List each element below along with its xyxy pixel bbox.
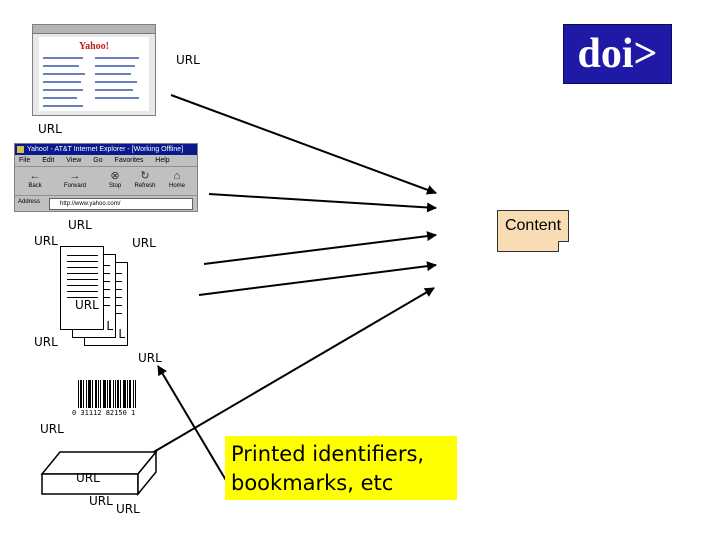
text-line bbox=[67, 285, 98, 286]
url-label: URL bbox=[76, 471, 100, 485]
arrow-caption-to-barcode bbox=[157, 365, 228, 483]
browser-title: Yahoo! - AT&T Internet Explorer - [Worki… bbox=[27, 146, 184, 153]
thumbnail-line bbox=[43, 97, 77, 99]
thumbnail-line bbox=[95, 97, 139, 99]
dog-ear-corner bbox=[558, 241, 569, 252]
webpage-thumbnail: Yahoo! bbox=[32, 24, 156, 116]
menu-file[interactable]: File bbox=[19, 157, 31, 164]
url-label: URL bbox=[138, 351, 162, 365]
content-label: Content bbox=[504, 217, 562, 234]
refresh-icon: ↻ bbox=[140, 170, 150, 182]
browser-toolbar: ← Back → Forward ⊗ Stop ↻ Refresh ⌂ Home bbox=[15, 167, 197, 196]
thumbnail-line bbox=[95, 73, 131, 75]
thumbnail-line bbox=[95, 89, 133, 91]
browser-titlebar: Yahoo! - AT&T Internet Explorer - [Worki… bbox=[15, 144, 197, 155]
url-label: URL bbox=[176, 53, 200, 67]
url-label: URL bbox=[89, 494, 113, 508]
back-button[interactable]: ← Back bbox=[23, 170, 47, 189]
thumbnail-line bbox=[43, 89, 83, 91]
thumbnail-page: Yahoo! bbox=[39, 37, 149, 111]
home-icon: ⌂ bbox=[173, 170, 181, 182]
text-line bbox=[67, 255, 98, 256]
url-label: URL bbox=[40, 422, 64, 436]
browser-window: Yahoo! - AT&T Internet Explorer - [Worki… bbox=[14, 143, 198, 212]
menu-edit[interactable]: Edit bbox=[42, 157, 55, 164]
home-button[interactable]: ⌂ Home bbox=[165, 170, 189, 189]
stop-button[interactable]: ⊗ Stop bbox=[103, 170, 127, 189]
thumbnail-line bbox=[95, 57, 139, 59]
thumbnail-line bbox=[95, 65, 135, 67]
browser-menubar: File Edit View Go Favorites Help bbox=[15, 155, 197, 167]
caption-line-2: bookmarks, etc bbox=[231, 471, 394, 495]
refresh-label: Refresh bbox=[134, 183, 156, 189]
thumbnail-line bbox=[43, 81, 81, 83]
text-line bbox=[67, 297, 98, 298]
forward-arrow-icon: → bbox=[69, 170, 81, 182]
thumbnail-line bbox=[43, 57, 83, 59]
caption-box: Printed identifiers, bookmarks, etc bbox=[225, 436, 457, 500]
arrow-browser-to-content bbox=[208, 193, 437, 213]
barcode: 0 31112 82150 1 bbox=[72, 380, 150, 418]
barcode-bars bbox=[78, 380, 142, 408]
menu-help[interactable]: Help bbox=[155, 157, 170, 164]
content-document: Content bbox=[497, 210, 569, 252]
address-input[interactable]: http://www.yahoo.com/ bbox=[49, 198, 193, 210]
doc-tail-label: L bbox=[118, 327, 125, 341]
text-line bbox=[67, 279, 98, 280]
url-label: URL bbox=[34, 335, 58, 349]
arrow-docs-to-content bbox=[203, 231, 437, 265]
text-line bbox=[67, 291, 98, 292]
forward-label: Forward bbox=[63, 183, 86, 189]
doi-logo: doi> bbox=[563, 24, 672, 84]
forward-button[interactable]: → Forward bbox=[63, 170, 87, 189]
url-label: URL bbox=[116, 502, 140, 516]
address-bar: Address http://www.yahoo.com/ bbox=[15, 196, 197, 211]
arrow-box-to-content bbox=[151, 287, 435, 454]
thumbnail-line bbox=[43, 73, 85, 75]
doc-tail-label: L bbox=[106, 319, 113, 333]
isometric-box bbox=[40, 449, 158, 497]
text-line bbox=[67, 261, 98, 262]
thumbnail-line bbox=[43, 105, 83, 107]
barcode-digits: 0 31112 82150 1 bbox=[72, 409, 136, 417]
arrow-webpage-to-content bbox=[170, 94, 437, 195]
home-label: Home bbox=[168, 183, 185, 189]
back-label: Back bbox=[28, 183, 42, 189]
menu-view[interactable]: View bbox=[66, 157, 82, 164]
ie-icon bbox=[17, 146, 24, 153]
thumbnail-line bbox=[95, 81, 137, 83]
url-label: URL bbox=[34, 234, 58, 248]
text-line bbox=[67, 267, 98, 268]
menu-favorites[interactable]: Favorites bbox=[114, 157, 144, 164]
url-label: URL bbox=[75, 298, 99, 312]
document-page-front bbox=[60, 246, 104, 330]
address-label: Address bbox=[18, 199, 41, 205]
url-label: URL bbox=[132, 236, 156, 250]
stop-icon: ⊗ bbox=[110, 170, 120, 182]
refresh-button[interactable]: ↻ Refresh bbox=[133, 170, 157, 189]
back-arrow-icon: ← bbox=[29, 170, 41, 182]
arrow-docs2-to-content bbox=[198, 261, 437, 296]
url-label: URL bbox=[38, 122, 62, 136]
url-label: URL bbox=[68, 218, 92, 232]
thumbnail-titlebar bbox=[33, 25, 155, 34]
thumbnail-logo: Yahoo! bbox=[79, 41, 110, 52]
menu-go[interactable]: Go bbox=[93, 157, 103, 164]
stop-label: Stop bbox=[108, 183, 122, 189]
text-line bbox=[67, 273, 98, 274]
thumbnail-line bbox=[43, 65, 79, 67]
caption-line-1: Printed identifiers, bbox=[231, 442, 425, 466]
